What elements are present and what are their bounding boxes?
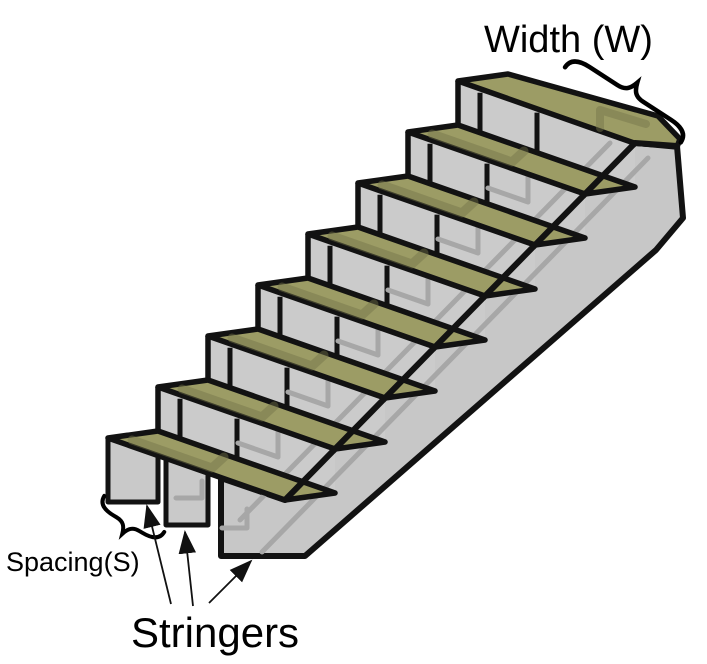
width-label: Width (W) [484,19,653,61]
depth-step-line [435,224,481,256]
stringer-arrow [143,504,172,605]
stringer-arrow [208,559,253,604]
depth-step-line [485,173,531,205]
stair-tread [105,428,338,503]
stair-tread [205,326,438,401]
stair-tread [255,275,488,350]
tread-shadow-line [127,435,229,473]
tread-shadow-line [327,231,429,269]
stair-tread [355,173,588,248]
tread-shadow-line [177,384,279,422]
spacing-brace [100,493,167,540]
tread-shadow-line [377,180,479,218]
staircase [105,71,686,559]
depth-line [259,155,651,555]
tread-shadow-line [277,282,379,320]
spacing-label: Spacing(S) [6,547,140,577]
stair-tread [305,224,538,299]
width-brace [562,59,686,145]
depth-step-line [235,428,281,460]
depth-step-line [219,506,250,531]
tread-shadow-line [427,129,529,167]
stringers-label: Stringers [131,609,299,656]
tread-shadow-line [227,333,329,371]
stair-tread [405,122,638,197]
depth-step-line [285,377,331,409]
stringer-arrow [178,530,197,607]
tread-shadow-line [596,106,650,132]
depth-step-line [173,478,205,501]
depth-step-line [385,275,431,307]
stair-tread [155,377,388,452]
depth-step-line [335,326,381,358]
band-top-edge [282,140,678,503]
annotations [100,59,686,607]
